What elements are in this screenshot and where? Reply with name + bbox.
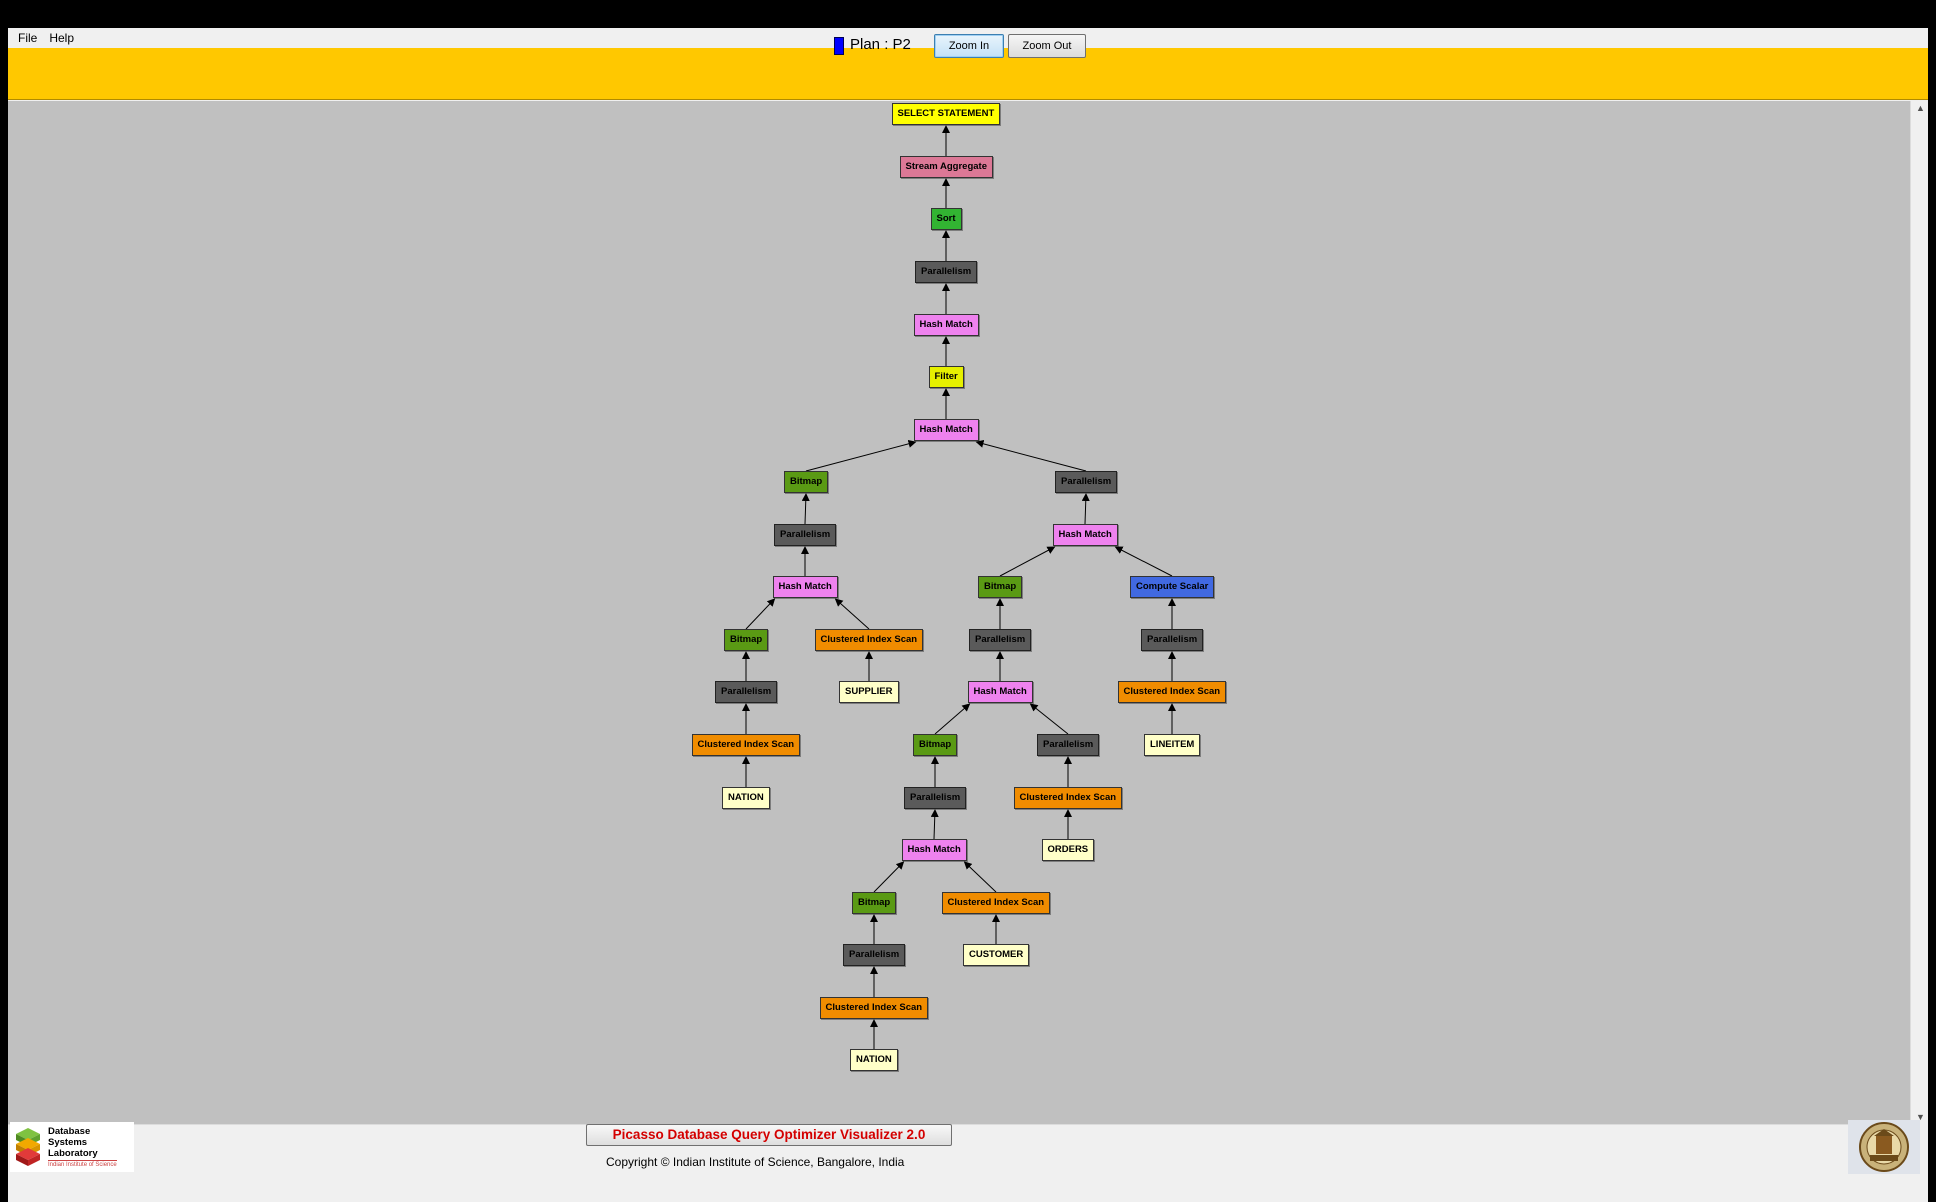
relation-orders[interactable]: ORDERS (1041, 839, 1095, 861)
plan-node-parallelism[interactable]: Parallelism (843, 944, 906, 966)
plan-node-clustered-index-scan[interactable]: Clustered Index Scan (941, 892, 1051, 914)
zoom-in-button[interactable]: Zoom In (934, 34, 1004, 58)
relation-customer[interactable]: CUSTOMER (963, 944, 1030, 966)
dsl-logo-line-2: Systems (48, 1137, 88, 1148)
plan-node-bitmap[interactable]: Bitmap (978, 576, 1023, 598)
plan-edge (1029, 703, 1069, 735)
vertical-scrollbar[interactable]: ▲ ▼ (1910, 101, 1928, 1124)
plan-node-parallelism[interactable]: Parallelism (1037, 734, 1100, 756)
iisc-emblem-icon (1848, 1120, 1920, 1174)
dsl-logo-line-1: Database (48, 1126, 91, 1137)
dsl-logo-text: Database Systems Laboratory (48, 1126, 98, 1159)
plan-node-bitmap[interactable]: Bitmap (852, 892, 897, 914)
horizontal-scrollbar[interactable]: ◀ ▶ (8, 1124, 1910, 1142)
plan-node-compute-scalar[interactable]: Compute Scalar (1130, 576, 1215, 598)
plan-edge (975, 439, 1087, 472)
plan-edge (1081, 493, 1090, 525)
relation-supplier[interactable]: SUPPLIER (839, 681, 899, 703)
plan-node-parallelism[interactable]: Parallelism (915, 261, 978, 283)
dsl-logo-subtext: Indian Institute of Science (48, 1160, 117, 1168)
plan-node-hash-match[interactable]: Hash Match (967, 681, 1033, 703)
plan-edge (999, 546, 1056, 577)
plan-node-bitmap[interactable]: Bitmap (784, 471, 829, 493)
plan-node-parallelism[interactable]: Parallelism (774, 524, 837, 546)
menu-file[interactable]: File (18, 31, 38, 45)
plan-node-select-statement[interactable]: SELECT STATEMENT (891, 103, 1001, 125)
plan-node-clustered-index-scan[interactable]: Clustered Index Scan (1117, 681, 1227, 703)
plan-node-clustered-index-scan[interactable]: Clustered Index Scan (1013, 787, 1123, 809)
plan-node-bitmap[interactable]: Bitmap (913, 734, 958, 756)
plan-node-clustered-index-scan[interactable]: Clustered Index Scan (819, 997, 929, 1019)
plan-node-hash-match[interactable]: Hash Match (913, 314, 979, 336)
plan-node-bitmap[interactable]: Bitmap (724, 629, 769, 651)
plan-tree-edges (742, 125, 1176, 1049)
plan-edge (873, 861, 905, 893)
scroll-up-icon[interactable]: ▲ (1916, 103, 1925, 113)
plan-edge (834, 598, 870, 630)
plan-node-clustered-index-scan[interactable]: Clustered Index Scan (814, 629, 924, 651)
app-window: File Help SELECT STATEMENT Stream Aggrega… (8, 28, 1928, 1202)
plan-node-sort[interactable]: Sort (930, 208, 962, 230)
plan-edge (805, 439, 917, 472)
copyright-text: Copyright © Indian Institute of Science,… (606, 1155, 905, 1169)
plan-edge (745, 598, 776, 630)
zoom-out-button[interactable]: Zoom Out (1008, 34, 1086, 58)
plan-edge (1114, 546, 1173, 577)
plan-edge (801, 493, 810, 525)
plan-node-parallelism[interactable]: Parallelism (715, 681, 778, 703)
relation-lineitem[interactable]: LINEITEM (1144, 734, 1201, 756)
plan-edge (930, 809, 939, 840)
dsl-blocks-icon (16, 1128, 40, 1166)
app-title-button[interactable]: Picasso Database Query Optimizer Visuali… (586, 1124, 952, 1146)
dsl-logo-line-3: Laboratory (48, 1148, 98, 1159)
plan-node-hash-match[interactable]: Hash Match (901, 839, 967, 861)
plan-node-parallelism[interactable]: Parallelism (1141, 629, 1204, 651)
plan-color-swatch (834, 37, 844, 55)
plan-edge (934, 703, 971, 735)
plan-node-parallelism[interactable]: Parallelism (969, 629, 1032, 651)
scroll-down-icon[interactable]: ▼ (1916, 1112, 1925, 1122)
footer-bar (8, 1142, 1928, 1202)
relation-nation[interactable]: NATION (722, 787, 770, 809)
plan-node-hash-match[interactable]: Hash Match (1052, 524, 1118, 546)
plan-node-clustered-index-scan[interactable]: Clustered Index Scan (691, 734, 801, 756)
plan-node-stream-aggregate[interactable]: Stream Aggregate (899, 156, 993, 178)
plan-node-parallelism[interactable]: Parallelism (1055, 471, 1118, 493)
menu-help[interactable]: Help (49, 31, 75, 45)
plan-edge (963, 861, 997, 893)
plan-node-hash-match[interactable]: Hash Match (772, 576, 838, 598)
plan-node-filter[interactable]: Filter (928, 366, 964, 388)
relation-nation[interactable]: NATION (850, 1049, 898, 1071)
plan-label: Plan : P2 (850, 36, 911, 53)
plan-node-hash-match[interactable]: Hash Match (913, 419, 979, 441)
plan-node-parallelism[interactable]: Parallelism (904, 787, 967, 809)
dsl-logo: Database Systems Laboratory Indian Insti… (10, 1122, 134, 1172)
